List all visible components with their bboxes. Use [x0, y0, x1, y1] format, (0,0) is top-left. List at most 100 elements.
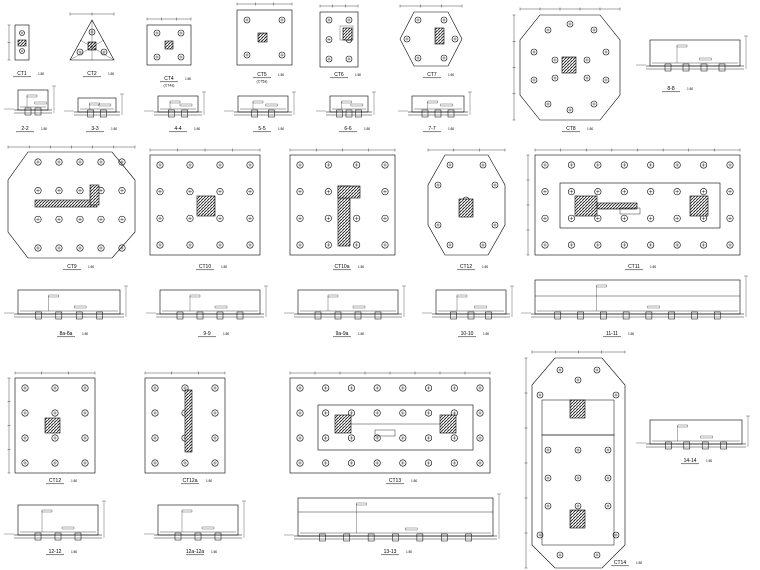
section-pile-head	[447, 109, 455, 118]
pile	[353, 214, 361, 222]
section-tag	[677, 424, 688, 428]
pile	[21, 434, 29, 442]
pile	[153, 29, 161, 37]
section-tag	[98, 103, 112, 107]
pile	[186, 188, 194, 196]
pile	[700, 188, 708, 196]
section-pile-head	[691, 311, 698, 320]
ct1-title: CT1	[17, 71, 27, 77]
pile	[345, 16, 353, 24]
pile	[325, 55, 333, 63]
pile	[81, 384, 89, 392]
section-cap	[435, 289, 507, 315]
section-pile-head	[54, 532, 62, 541]
s12-title: 12-12	[49, 549, 62, 555]
ct13-title: CT13	[389, 478, 401, 484]
pile	[211, 409, 219, 417]
pile	[153, 53, 161, 61]
pile	[544, 100, 552, 108]
ct11a-scale: 1:50	[482, 265, 488, 269]
pile	[620, 188, 628, 196]
section-pile-head	[236, 311, 244, 320]
pile	[81, 459, 89, 467]
s9-title: 9-9	[203, 331, 210, 337]
s2-title: 2-2	[21, 126, 28, 132]
pile	[34, 244, 42, 252]
pile	[118, 158, 126, 166]
column-hatch	[44, 417, 61, 434]
pile	[151, 409, 159, 417]
pile	[476, 459, 484, 467]
pile	[566, 106, 574, 114]
pile	[544, 26, 552, 34]
pile	[156, 188, 164, 196]
pile	[373, 409, 381, 417]
section-tag	[440, 103, 453, 107]
section-tag	[48, 294, 59, 298]
s14-title: 14-14	[684, 458, 697, 464]
pile	[34, 187, 42, 195]
s6-scale: 1:50	[364, 127, 370, 131]
pile	[347, 434, 355, 442]
section-cap	[157, 504, 239, 536]
section-pile-head	[485, 311, 492, 320]
column-hatch	[596, 202, 638, 210]
pile	[673, 161, 681, 169]
pile	[446, 241, 454, 249]
pile	[211, 434, 219, 442]
pile	[530, 48, 538, 56]
pile	[590, 100, 598, 108]
ct6-title: CT6	[334, 72, 344, 78]
pile	[530, 76, 538, 84]
column-hatch	[257, 32, 268, 43]
s8a-title: 8a-8a	[60, 331, 73, 337]
section-pile-head	[75, 311, 83, 320]
pile	[574, 474, 582, 482]
pile	[541, 214, 549, 222]
section-pile-head	[450, 311, 457, 320]
pile	[296, 188, 304, 196]
section-pile-head	[100, 109, 107, 118]
pile	[156, 241, 164, 249]
section-pile-head	[683, 441, 691, 450]
pile	[399, 434, 407, 442]
ct5-title: CT5	[257, 72, 267, 78]
section-pile-head	[196, 311, 204, 320]
section-tag	[265, 103, 278, 107]
ct11-title: CT11	[628, 264, 640, 270]
s4-title: 4-4	[174, 126, 181, 132]
pile	[76, 158, 84, 166]
pile	[246, 188, 254, 196]
pile	[399, 409, 407, 417]
pile	[403, 35, 411, 43]
section-tag	[89, 102, 100, 106]
column-hatch	[569, 509, 586, 529]
pile	[544, 446, 552, 454]
pile	[322, 459, 330, 467]
pile	[373, 384, 381, 392]
section-pile-head	[314, 311, 322, 320]
ct10a-scale: 1:50	[358, 265, 364, 269]
pile	[583, 56, 591, 64]
pile	[620, 161, 628, 169]
ct1-scale: 1:50	[38, 72, 44, 76]
s4-scale: 1:50	[194, 127, 200, 131]
pile	[673, 188, 681, 196]
ct13-tag	[374, 429, 396, 437]
section-pile-head	[181, 109, 188, 118]
section-tag	[169, 100, 181, 104]
s12a-scale: 1:50	[211, 550, 217, 554]
pile	[491, 221, 499, 229]
section-tag	[179, 103, 193, 107]
pile	[451, 35, 459, 43]
section-pile-head	[441, 533, 448, 542]
s5-title: 5-5	[258, 126, 265, 132]
pile	[479, 161, 487, 169]
s11-title: 11-11	[606, 331, 618, 337]
pile	[51, 434, 59, 442]
section-pile-head	[96, 311, 103, 320]
s8-scale: 1:50	[687, 87, 693, 91]
ct11-inner	[559, 182, 721, 229]
section-pile-head	[87, 109, 94, 118]
pile	[425, 384, 433, 392]
